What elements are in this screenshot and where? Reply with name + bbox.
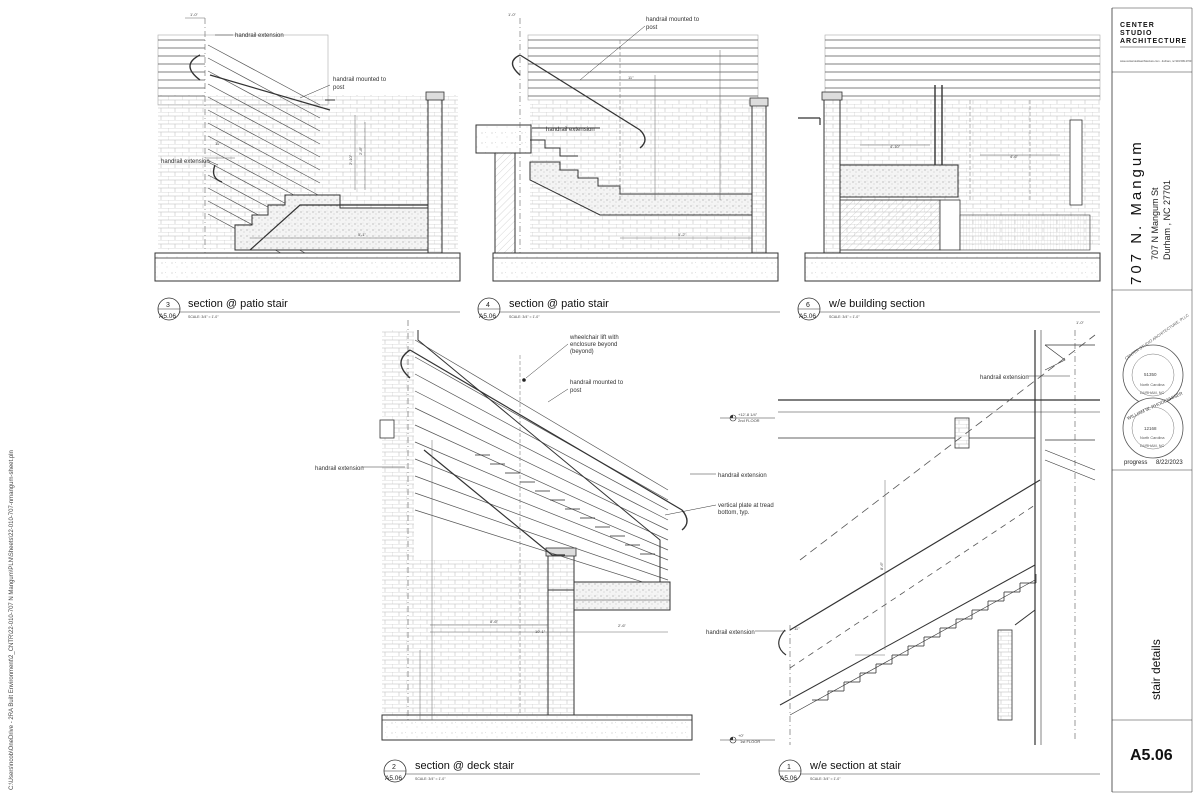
v2-vertical-plate-label-1: vertical plate at tread (718, 503, 774, 509)
view-title-2[interactable]: 2 A5.06 section @ deck stair SCALE: 3/4"… (383, 759, 700, 783)
view-scale-4: SCALE: 3/4" = 1'-0" (509, 315, 540, 319)
v3-dim-11: 11" (215, 141, 221, 146)
v4-handrail-post-label-2: post (646, 25, 658, 31)
view-sheet-4: A5.06 (479, 313, 496, 320)
firm-name-line-3: ARCHITECTURE (1120, 38, 1187, 45)
firm-name-line-2: STUDIO (1120, 30, 1152, 37)
v3-handrail-extension-left-label: handrail extension (161, 159, 210, 165)
view-number-1: 1 (787, 764, 791, 771)
issue-date: 8/22/2023 (1156, 460, 1183, 466)
view-number-4: 4 (486, 302, 490, 309)
view-sheet-1: A5.06 (780, 775, 797, 782)
v3-dim-top: 1'-0" (190, 12, 199, 17)
view-6-drawing (798, 34, 1101, 282)
v2-level-2-elev: +12'-8 1/4" (738, 412, 758, 417)
view-number-6: 6 (806, 302, 810, 309)
architect-seal-city: DURHAM, NC (1140, 444, 1165, 448)
v6-dim-a: 4'-10" (890, 144, 901, 149)
v3-dim-h2: 2'-8" (358, 146, 363, 155)
v2-lift-label-3: (beyond) (570, 349, 594, 355)
v2-handrail-extension-left-label: handrail extension (315, 466, 364, 472)
v2-lift-label-2: enclosure beyond (570, 342, 617, 348)
v4-dim-run: 5'-2" (678, 232, 687, 237)
view-title-text-3: section @ patio stair (188, 298, 288, 310)
firm-seal-number: 51350 (1144, 372, 1157, 377)
view-2-drawing (379, 320, 775, 744)
view-sheet-6: A5.06 (799, 313, 816, 320)
architect-seal-number: 12168 (1144, 426, 1157, 431)
v4-dim-top: 1'-0" (508, 12, 517, 17)
v2-level-2: 2nd FLOOR (738, 418, 760, 423)
v1-handrail-extension-top-label: handrail extension (980, 375, 1029, 381)
v3-dim-run: 5'-1" (358, 232, 367, 237)
issue-status: progress (1124, 460, 1147, 466)
view-title-3[interactable]: 3 A5.06 section @ patio stair SCALE: 3/4… (157, 297, 460, 321)
v2-handrail-post-label-1: handrail mounted to (570, 380, 624, 386)
view-scale-2: SCALE: 3/4" = 1'-0" (415, 777, 446, 781)
v3-dim-h1: 2'-10" (348, 154, 353, 165)
view-title-text-4: section @ patio stair (509, 298, 609, 310)
v3-handrail-extension-top-label: handrail extension (235, 33, 284, 39)
project-name: 707 N. Mangum (1128, 139, 1145, 285)
view-title-4[interactable]: 4 A5.06 section @ patio stair SCALE: 3/4… (477, 297, 780, 321)
architect-seal-state: North Carolina (1140, 436, 1165, 440)
v1-dim-top: 1'-0" (1076, 320, 1085, 325)
v2-handrail-post-label-2: post (570, 388, 582, 394)
v3-handrail-post-label-1: handrail mounted to (333, 77, 387, 83)
view-number-2: 2 (392, 764, 396, 771)
architect-seal: WILLIAM W. RHODENHISER 12168 North Carol… (1122, 390, 1184, 459)
v6-dim-b: 4'-6" (1010, 154, 1019, 159)
v4-dim-11: 11" (628, 75, 634, 80)
view-1-drawing (778, 330, 1100, 745)
v4-handrail-post-label-1: handrail mounted to (646, 17, 700, 23)
v1-dim-11: 11" (794, 626, 800, 631)
view-title-1[interactable]: 1 A5.06 w/e section at stair SCALE: 3/4"… (778, 759, 1100, 783)
view-title-6[interactable]: 6 A5.06 w/e building section SCALE: 3/4"… (797, 297, 1100, 321)
view-scale-3: SCALE: 3/4" = 1'-0" (188, 315, 219, 319)
title-block: CENTER STUDIO ARCHITECTURE www.centerstu… (1111, 7, 1193, 793)
v2-level-1-elev: +0" (738, 733, 745, 738)
v2-level-1: 1st FLOOR (740, 739, 760, 744)
sheet-title: stair details (1149, 639, 1163, 700)
view-sheet-3: A5.06 (159, 313, 176, 320)
view-sheet-2: A5.06 (385, 775, 402, 782)
firm-seal-state: North Carolina (1140, 383, 1165, 387)
view-scale-1: SCALE: 3/4" = 1'-0" (810, 777, 841, 781)
project-address-line-2: Durham , NC 27701 (1162, 180, 1172, 260)
v2-dim-a: 8'-6" (490, 619, 499, 624)
view-3-drawing (154, 17, 461, 282)
v3-handrail-post-label-2: post (333, 85, 345, 91)
view-title-text-2: section @ deck stair (415, 760, 515, 772)
view-number-3: 3 (166, 302, 170, 309)
view-scale-6: SCALE: 3/4" = 1'-0" (829, 315, 860, 319)
v2-lift-label-1: wheelchair lift with (569, 335, 619, 341)
v2-vertical-plate-label-2: bottom, typ. (718, 510, 750, 516)
v2-handrail-extension-right-label: handrail extension (718, 473, 767, 479)
v1-handrail-extension-left-label: handrail extension (706, 630, 755, 636)
view-title-text-6: w/e building section (828, 298, 925, 310)
view-4-drawing (475, 18, 779, 282)
firm-name-line-1: CENTER (1120, 22, 1155, 29)
firm-contact: www.centerstudioarchitecture.com · durha… (1120, 59, 1192, 63)
v4-handrail-extension-label: handrail extension (546, 127, 595, 133)
project-address-line-1: 707 N Mangum St (1150, 187, 1160, 260)
v1-dim-h: 8'-6" (879, 561, 884, 570)
view-title-text-1: w/e section at stair (809, 760, 901, 772)
sheet-file-path: C:\Users\ncob\OneDrive - 2RA Built Envir… (9, 450, 15, 790)
sheet-number: A5.06 (1130, 747, 1173, 764)
v2-dim-c: 2'-6" (618, 623, 627, 628)
firm-seal-city: DURHAM, NC (1140, 391, 1165, 395)
v2-dim-b: 10'-1" (535, 629, 546, 634)
